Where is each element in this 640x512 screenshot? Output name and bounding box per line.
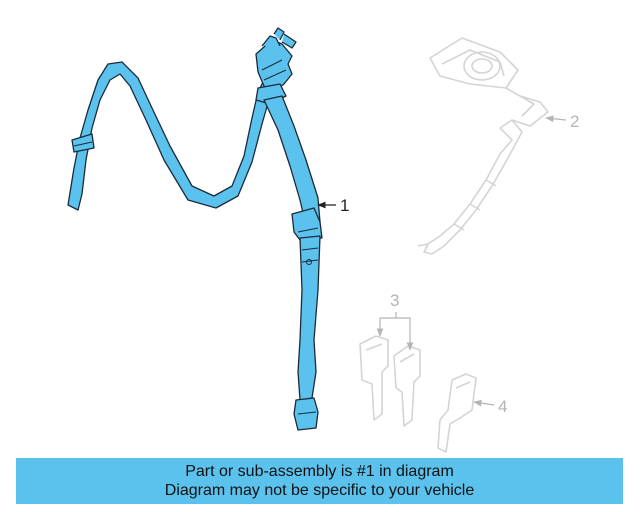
belt-lower-anchor bbox=[293, 397, 319, 431]
callout-label-1: 1 bbox=[340, 196, 349, 215]
seat-belt-assembly bbox=[67, 27, 323, 431]
callout-3: 3 bbox=[376, 291, 414, 351]
belt-sleeve bbox=[71, 133, 95, 153]
callout-4: 4 bbox=[473, 397, 507, 416]
buckle-ghost bbox=[437, 373, 477, 453]
diagram-caption-banner: Part or sub-assembly is #1 in diagram Di… bbox=[16, 458, 623, 504]
callout-2: 2 bbox=[545, 112, 579, 131]
callout-label-3: 3 bbox=[390, 291, 399, 310]
caption-line-2: Diagram may not be specific to your vehi… bbox=[164, 482, 475, 499]
belt-webbing-loop bbox=[67, 61, 275, 211]
callout-1: 1 bbox=[317, 196, 349, 215]
callout-label-2: 2 bbox=[570, 112, 579, 131]
caption-line-1: Part or sub-assembly is #1 in diagram bbox=[185, 463, 454, 480]
parts-diagram: 1 2 3 4 bbox=[67, 27, 579, 453]
retractor-ghost bbox=[417, 37, 549, 255]
belt-shoulder-section bbox=[263, 95, 321, 227]
buckle-pair-ghost bbox=[359, 335, 421, 427]
callout-label-4: 4 bbox=[498, 397, 507, 416]
